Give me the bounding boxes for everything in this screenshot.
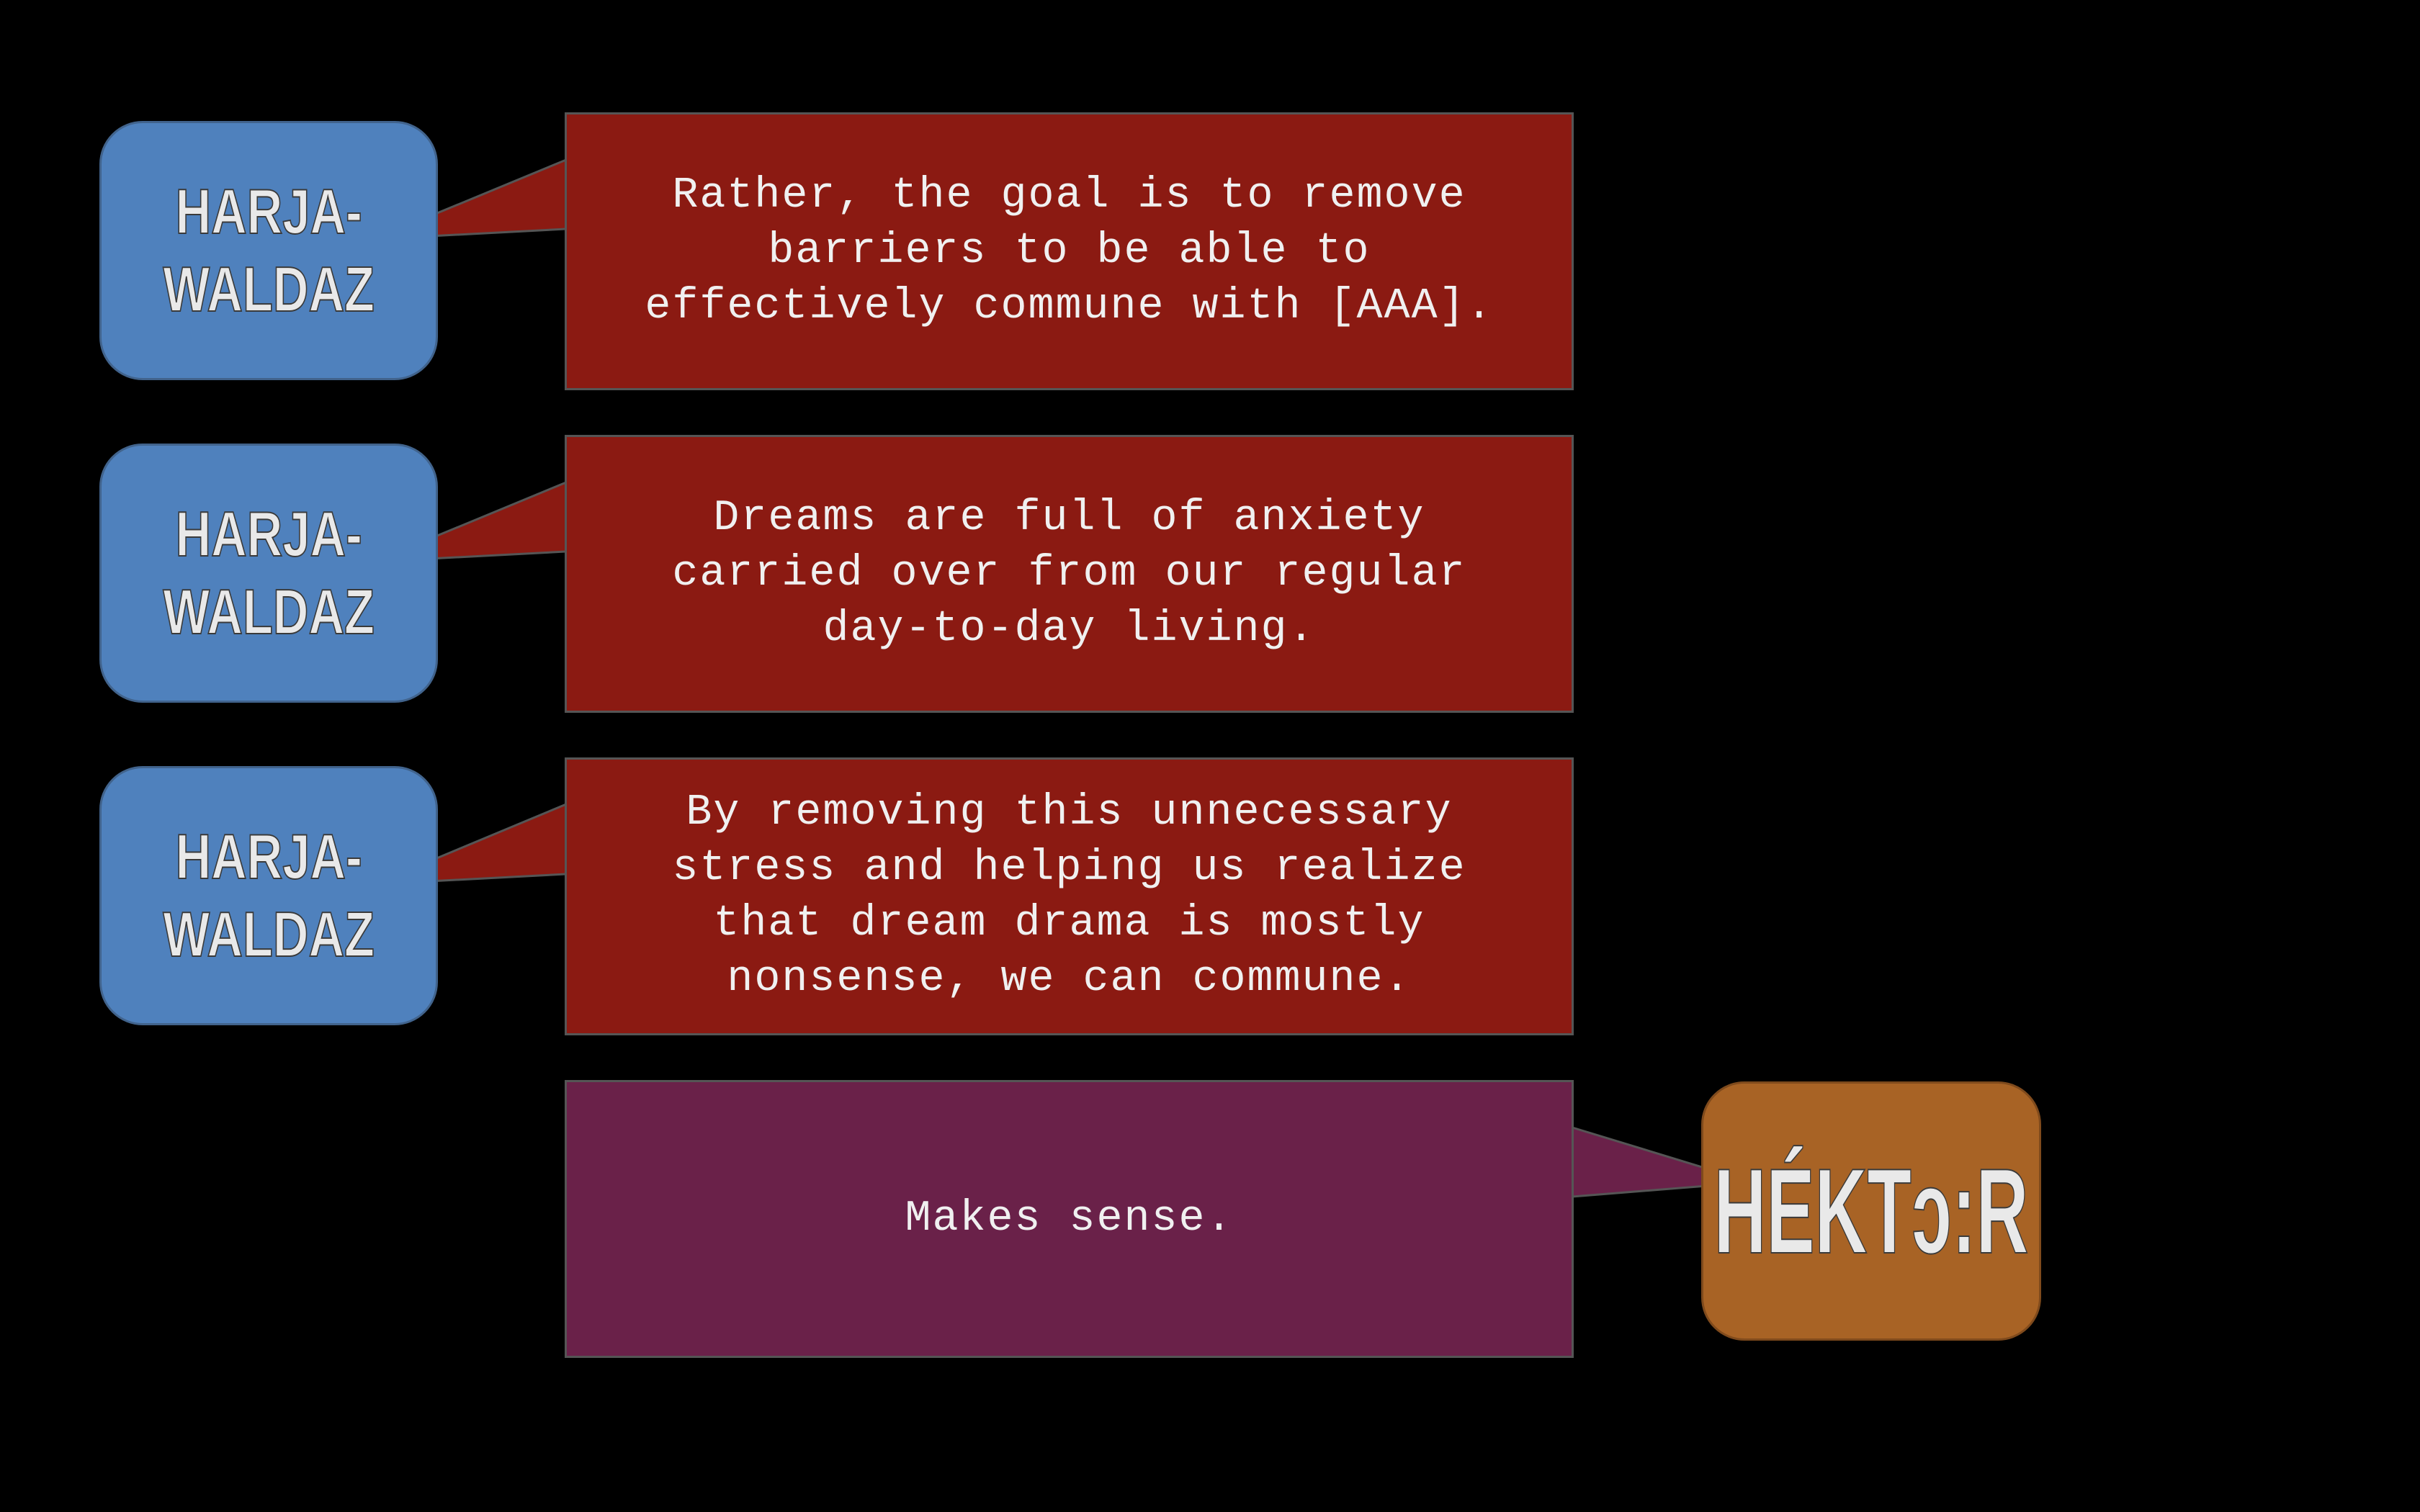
speech-bubble-2: Dreams are full of anxiety carried over … <box>565 435 1574 713</box>
speaker-hektor: HÉKTɔ:R <box>1701 1081 2041 1341</box>
speaker-name-line2: WALDAZ <box>162 898 375 971</box>
speaker-name-line1: HARJA- <box>175 175 363 248</box>
speaker-name-line1: HARJA- <box>175 820 363 893</box>
speech-text-3: By removing this unnecessary stress and … <box>672 788 1466 1004</box>
speaker-harjawaldaz-3: HARJA- WALDAZ <box>99 766 438 1025</box>
speech-text-4: Makes sense. <box>905 1194 1234 1243</box>
speaker-name-hektor: HÉKTɔ:R <box>1713 1143 2029 1279</box>
speaker-harjawaldaz-2: HARJA- WALDAZ <box>99 444 438 703</box>
speaker-harjawaldaz-1: HARJA- WALDAZ <box>99 121 438 380</box>
speaker-name-line2: WALDAZ <box>162 575 375 648</box>
speech-text-1: Rather, the goal is to remove barriers t… <box>645 171 1494 331</box>
speaker-name-line2: WALDAZ <box>162 253 375 325</box>
speech-text-2: Dreams are full of anxiety carried over … <box>672 493 1466 654</box>
speech-bubble-3: By removing this unnecessary stress and … <box>565 757 1574 1035</box>
speech-bubble-4: Makes sense. <box>565 1080 1574 1358</box>
speaker-name-line1: HARJA- <box>175 498 363 570</box>
speech-bubble-1: Rather, the goal is to remove barriers t… <box>565 112 1574 390</box>
